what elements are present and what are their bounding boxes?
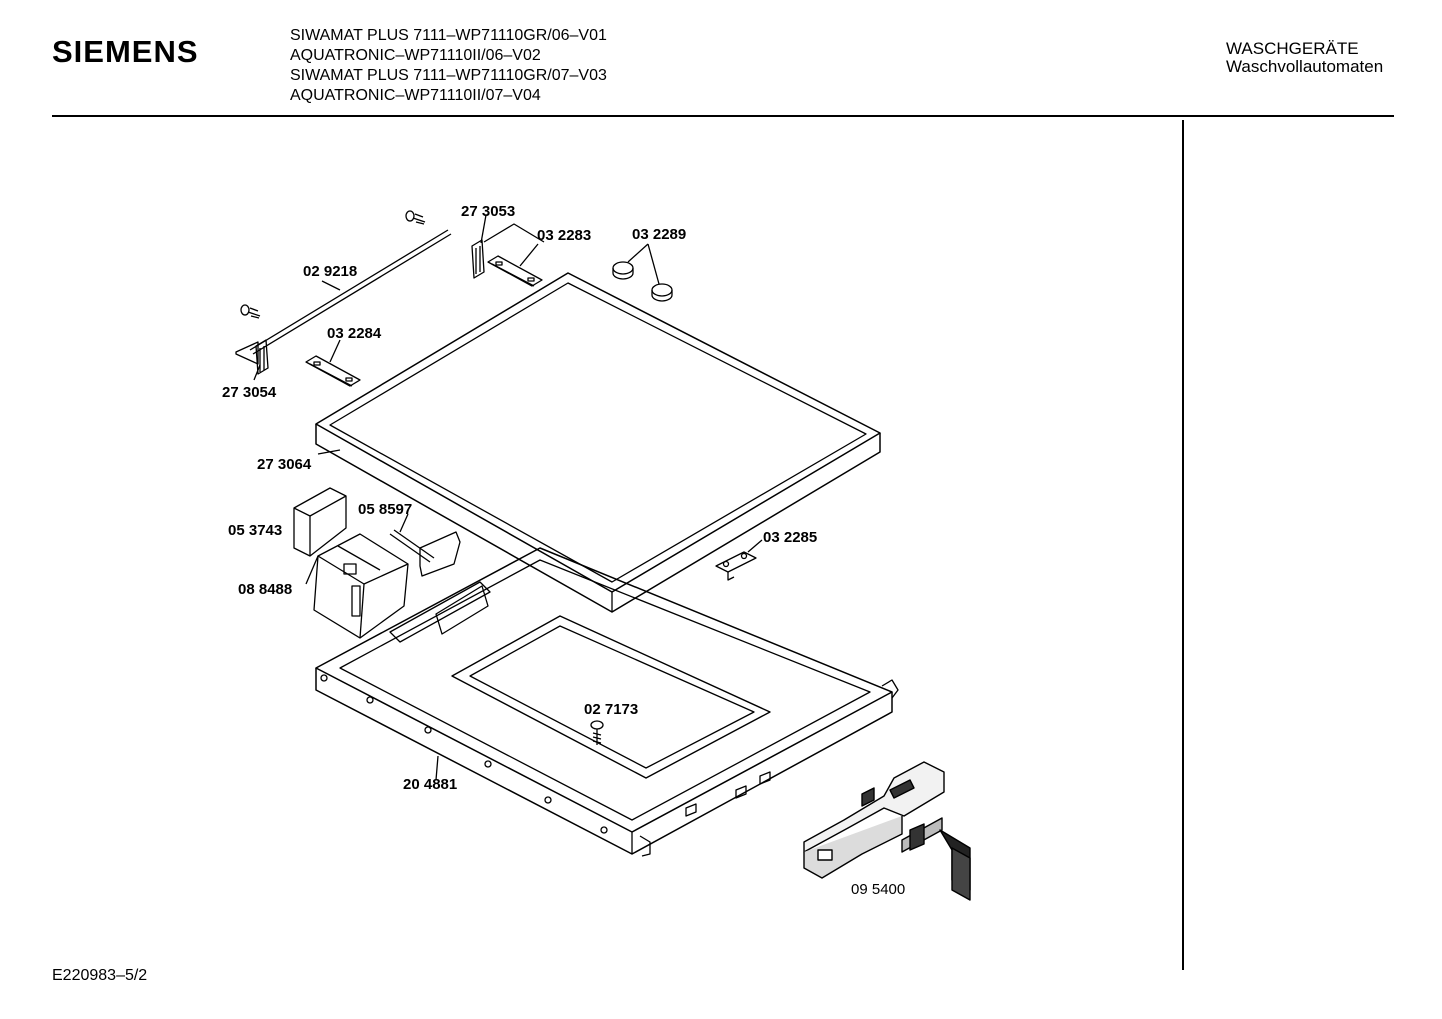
screw-icon <box>405 210 426 225</box>
part-label: 27 3054 <box>222 384 277 401</box>
hinge-rod-drawing <box>240 210 452 355</box>
part-label: 08 8488 <box>238 581 292 598</box>
part-label: 03 2283 <box>537 227 591 244</box>
model-line: SIWAMAT PLUS 7111–WP71110GR/06–V01 <box>290 27 607 44</box>
part-label: 05 8597 <box>358 501 412 518</box>
part-label: 03 2289 <box>632 226 686 243</box>
worktop-cover-drawing <box>315 272 881 613</box>
model-line: AQUATRONIC–WP71110II/07–V04 <box>290 87 541 104</box>
part-label: 02 7173 <box>584 701 638 718</box>
part-label: 03 2284 <box>327 325 382 342</box>
model-line: AQUATRONIC–WP71110II/06–V02 <box>290 47 541 64</box>
drawing-number: E220983–5/2 <box>52 967 148 984</box>
category-subtitle: Waschvollautomaten <box>1226 57 1384 76</box>
mounting-holes <box>320 674 608 834</box>
bracket-top-drawing <box>487 243 543 287</box>
flap-part-drawing <box>293 487 347 557</box>
hinge-top-drawing <box>471 214 545 279</box>
model-line: SIWAMAT PLUS 7111–WP71110GR/07–V03 <box>290 67 607 84</box>
part-label: 02 9218 <box>303 263 357 280</box>
category-title: WASCHGERÄTE <box>1226 39 1359 58</box>
foot-pads-drawing <box>612 243 673 302</box>
header-divider <box>52 115 1394 117</box>
part-label: 20 4881 <box>403 776 457 793</box>
bracket-left-drawing <box>305 339 361 387</box>
part-label: 09 5400 <box>851 881 905 898</box>
part-label: 27 3064 <box>257 456 312 473</box>
side-divider <box>1182 120 1184 970</box>
hinge-left-drawing <box>235 339 269 381</box>
door-lock-drawing <box>803 761 971 901</box>
screw-icon <box>240 304 261 319</box>
part-label: 03 2285 <box>763 529 817 546</box>
detergent-drawer-drawing <box>305 533 409 639</box>
seal-strip-drawing <box>389 513 461 577</box>
model-list: SIWAMAT PLUS 7111–WP71110GR/06–V01 AQUAT… <box>290 26 607 106</box>
brand-logo: SIEMENS <box>52 34 199 69</box>
clip-part-drawing <box>715 539 763 581</box>
base-frame-drawing <box>315 547 899 857</box>
part-label: 27 3053 <box>461 203 515 220</box>
part-label: 05 3743 <box>228 522 282 539</box>
category: WASCHGERÄTE Waschvollautomaten <box>1226 40 1383 76</box>
screw-part-drawing <box>590 720 604 745</box>
